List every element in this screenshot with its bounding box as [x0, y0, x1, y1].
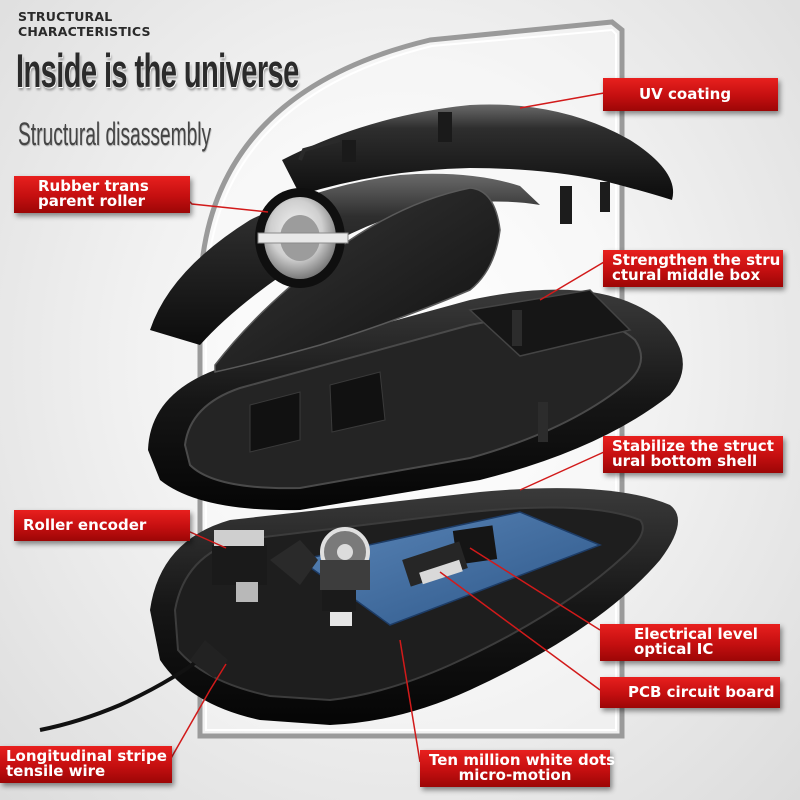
- middle-box: [148, 289, 683, 511]
- label-micro-motion-line1: Ten million white dots: [429, 751, 616, 769]
- roller-encoder: [212, 527, 370, 602]
- label-uv-coating: UV coating: [603, 78, 778, 111]
- scroll-wheel: [255, 188, 349, 288]
- label-middle-box-line2: ctural middle box: [612, 266, 761, 284]
- label-pcb: PCB circuit board: [600, 677, 780, 708]
- top-cover: [282, 104, 674, 224]
- label-pcb-text: PCB circuit board: [628, 683, 775, 701]
- label-rubber-roller-line1: Rubber trans: [38, 177, 149, 195]
- label-tensile-wire-line2: tensile wire: [6, 762, 106, 780]
- label-roller-encoder-text: Roller encoder: [23, 516, 147, 534]
- label-middle-box-line1: Strengthen the stru: [612, 251, 781, 269]
- label-rubber-roller: Rubber trans parent roller: [14, 176, 190, 213]
- page-subtitle: Structural disassembly: [18, 116, 212, 152]
- label-middle-box: Strengthen the stru ctural middle box: [603, 250, 783, 287]
- label-tensile-wire-line1: Longitudinal stripe: [6, 747, 167, 765]
- label-tensile-wire: Longitudinal stripe tensile wire: [0, 746, 172, 783]
- label-rubber-roller-line2: parent roller: [38, 192, 146, 210]
- label-uv-coating-text: UV coating: [639, 85, 732, 103]
- pcb-board: [298, 511, 603, 626]
- label-bottom-shell-line2: ural bottom shell: [612, 452, 758, 470]
- label-optical-ic: Electrical level optical IC: [600, 624, 780, 661]
- section-category-label: STRUCTURAL CHARACTERISTICS: [18, 9, 151, 39]
- label-optical-ic-line1: Electrical level: [634, 625, 758, 643]
- label-bottom-shell-line1: Stabilize the struct: [612, 437, 774, 455]
- page-title: Inside is the universe: [16, 44, 299, 97]
- category-line-2: CHARACTERISTICS: [18, 24, 151, 39]
- label-micro-motion-line2: micro-motion: [458, 766, 572, 784]
- label-optical-ic-line2: optical IC: [634, 640, 714, 658]
- label-micro-motion: Ten million white dots micro-motion: [420, 750, 616, 787]
- category-line-1: STRUCTURAL: [18, 9, 113, 24]
- label-roller-encoder: Roller encoder: [14, 510, 190, 541]
- label-bottom-shell: Stabilize the struct ural bottom shell: [603, 436, 783, 473]
